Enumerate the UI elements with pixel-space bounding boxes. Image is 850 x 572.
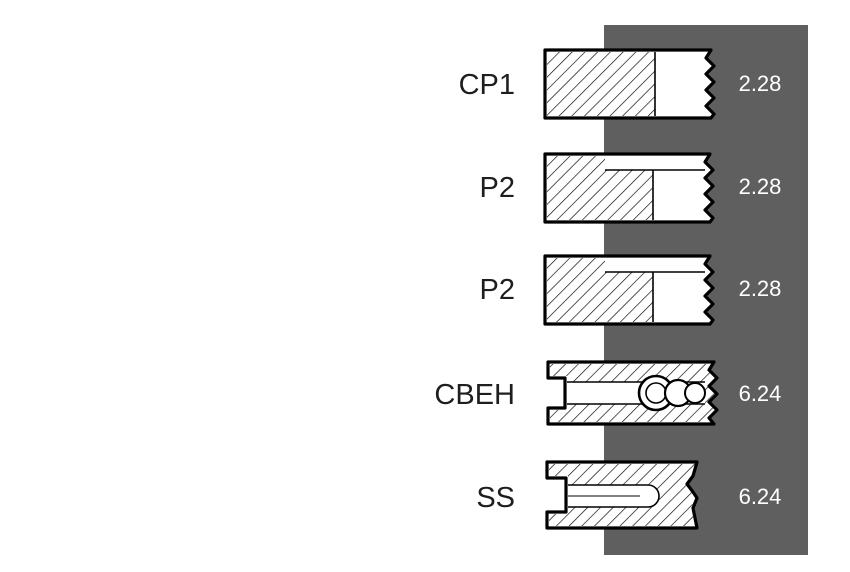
ring-row-3: P2 2.28 (480, 254, 782, 326)
ring-profile-5 (545, 460, 699, 530)
ring-label-2: P2 (480, 172, 515, 204)
ring-row-4: CBEH 6.24 (434, 360, 782, 426)
ring-value-5: 6.24 (739, 484, 782, 509)
ring-profile-3 (543, 254, 715, 326)
ring-label-5: SS (476, 482, 515, 514)
ring-row-5: SS 6.24 (476, 460, 782, 530)
ring-row-1: CP1 2.28 (459, 48, 782, 120)
ring-profile-2 (543, 152, 715, 224)
ring-profile-4 (546, 360, 719, 426)
ring-value-3: 2.28 (739, 276, 782, 301)
ring-row-2: P2 2.28 (480, 152, 782, 224)
ring-value-2: 2.28 (739, 174, 782, 199)
ring-value-1: 2.28 (739, 71, 782, 96)
ring-label-1: CP1 (459, 69, 515, 101)
ring-profile-1 (543, 48, 716, 120)
ring-value-4: 6.24 (739, 381, 782, 406)
ring-label-3: P2 (480, 274, 515, 306)
ring-label-4: CBEH (434, 379, 515, 411)
